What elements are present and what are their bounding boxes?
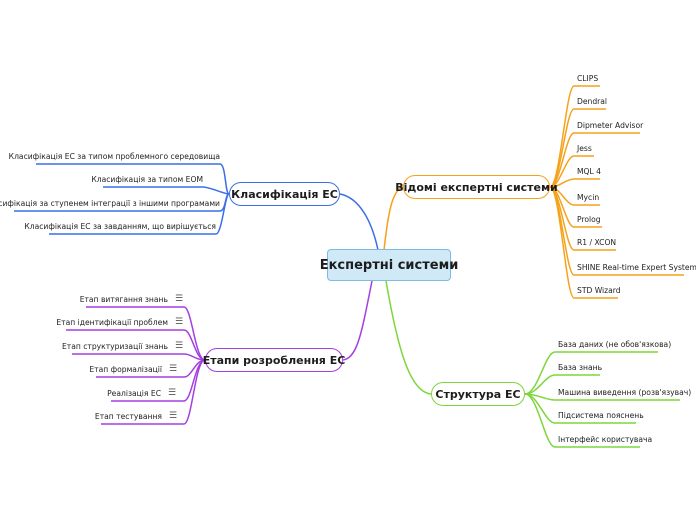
connector-stage-leaf bbox=[183, 359, 206, 425]
structure-item[interactable]: База даних (не обов'язкова) bbox=[558, 340, 672, 349]
known-system-item[interactable]: Dendral bbox=[577, 97, 608, 106]
branch-known-systems[interactable]: Відомі експертні системи bbox=[395, 175, 558, 199]
connector-classification bbox=[339, 193, 379, 251]
stage-item[interactable]: Етап витягання знань bbox=[79, 295, 168, 304]
connector-known-leaf bbox=[549, 186, 575, 299]
known-system-item[interactable]: Prolog bbox=[577, 215, 601, 224]
structure-item[interactable]: Підсистема пояснень bbox=[558, 411, 644, 420]
known-system-item[interactable]: STD Wizard bbox=[577, 286, 621, 295]
connector-structure-leaf bbox=[524, 351, 556, 395]
notes-icon[interactable]: ☰ bbox=[169, 364, 178, 374]
known-system-item[interactable]: MQL 4 bbox=[577, 167, 602, 176]
stage-item[interactable]: Етап формалізації bbox=[89, 365, 162, 374]
stage-item[interactable]: Етап тестування bbox=[94, 412, 162, 421]
notes-icon[interactable]: ☰ bbox=[169, 411, 178, 421]
branch-classification[interactable]: Класифікація ЕС bbox=[229, 182, 340, 206]
connector-stages bbox=[342, 280, 373, 361]
structure-item[interactable]: Інтерфейс користувача bbox=[558, 435, 653, 444]
connector-classification-leaf bbox=[215, 193, 230, 235]
connector-classification-leaf bbox=[219, 163, 230, 195]
connector-structure bbox=[385, 280, 432, 395]
notes-icon[interactable]: ☰ bbox=[175, 317, 184, 327]
stage-item[interactable]: Етап структуризації знань bbox=[61, 342, 168, 351]
central-topic[interactable]: Експертні системи bbox=[320, 249, 458, 281]
connector-stage-leaf bbox=[183, 306, 206, 361]
branch-development-stages[interactable]: Етапи розроблення ЕС bbox=[203, 348, 345, 372]
notes-icon[interactable]: ☰ bbox=[168, 388, 177, 398]
known-system-item[interactable]: Jess bbox=[577, 144, 592, 153]
classification-item[interactable]: Класифікація ЕС за завданням, що вирішує… bbox=[24, 222, 216, 231]
connector-structure-leaf bbox=[524, 374, 556, 395]
connector-known bbox=[383, 186, 404, 251]
known-system-item[interactable]: Dipmeter Advisor bbox=[577, 121, 644, 130]
known-system-item[interactable]: Mycin bbox=[577, 193, 600, 202]
connector-known-leaf bbox=[549, 186, 575, 276]
notes-icon[interactable]: ☰ bbox=[175, 341, 184, 351]
classification-item[interactable]: Класифікація ЕС за типом проблемного сер… bbox=[8, 152, 220, 161]
stage-item[interactable]: Реалізація ЕС bbox=[107, 389, 161, 398]
classification-item[interactable]: Класифікація за ступенем інтеграції з ін… bbox=[0, 199, 220, 208]
structure-item[interactable]: Машина виведення (розв'язувач) bbox=[558, 388, 692, 397]
connector-known-leaf bbox=[549, 108, 575, 188]
branch-structure[interactable]: Структура ЕС bbox=[431, 382, 525, 406]
notes-icon[interactable]: ☰ bbox=[175, 294, 184, 304]
known-system-item[interactable]: CLIPS bbox=[577, 74, 599, 83]
classification-item[interactable]: Класифікація за типом ЕОМ bbox=[91, 175, 203, 184]
connector-classification-leaf bbox=[202, 186, 230, 195]
known-system-item[interactable]: SHINE Real-time Expert System bbox=[577, 263, 696, 272]
known-system-item[interactable]: R1 / XCON bbox=[577, 238, 617, 247]
connector-structure-leaf bbox=[524, 393, 556, 448]
structure-item[interactable]: База знань bbox=[558, 363, 603, 372]
stage-item[interactable]: Етап ідентифікації проблем bbox=[56, 318, 168, 327]
